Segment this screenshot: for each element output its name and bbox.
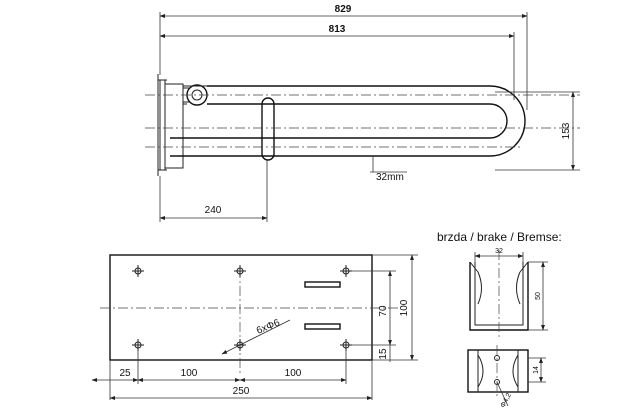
upper-rail-tube bbox=[170, 85, 526, 157]
brake-detail: brzda / brake / Bremse: 32 50 14 Φ4,2 bbox=[437, 230, 562, 409]
brake-dim-hole: Φ4,2 bbox=[500, 392, 513, 409]
grab-bar-side-view: 829 813 153 32mm 240 bbox=[145, 4, 580, 222]
dim-hole-spacing-b: 100 bbox=[285, 368, 302, 379]
dim-hole-count: 6xΦ6 bbox=[255, 317, 282, 336]
dim-plate-width: 250 bbox=[233, 386, 250, 397]
dim-hole-spacing-a: 100 bbox=[181, 368, 198, 379]
dim-overall-length: 829 bbox=[335, 4, 352, 15]
dim-hole-row-offset: 70 bbox=[378, 305, 389, 317]
dim-height: 153 bbox=[561, 122, 572, 139]
plate-hole bbox=[340, 339, 352, 351]
dim-edge-offset: 25 bbox=[119, 368, 131, 379]
plate-hole bbox=[132, 265, 144, 277]
brake-dim-length: 50 bbox=[535, 292, 542, 300]
brake-dim-depth: 14 bbox=[533, 366, 540, 374]
plate-hole bbox=[132, 339, 144, 351]
dim-tube-diameter: 32mm bbox=[376, 172, 404, 183]
plate-hole bbox=[234, 265, 246, 277]
brake-heading: brzda / brake / Bremse: bbox=[437, 230, 562, 244]
plate-hole bbox=[340, 265, 352, 277]
dim-bottom-offset: 15 bbox=[378, 348, 389, 360]
brake-hole bbox=[494, 355, 500, 361]
dim-plate-height: 100 bbox=[399, 299, 410, 316]
dim-rail-length: 813 bbox=[329, 24, 346, 35]
brake-dim-width: 32 bbox=[495, 248, 503, 255]
wall-mount-plate bbox=[159, 79, 166, 171]
grip-sleeve bbox=[261, 97, 275, 161]
dim-mount-offset: 240 bbox=[205, 205, 222, 216]
hinge-block bbox=[164, 83, 184, 169]
plate-slot-top bbox=[304, 281, 341, 288]
plate-slot-bottom bbox=[304, 323, 341, 330]
brake-bottom-view bbox=[467, 349, 529, 393]
mounting-plate-view: 6xΦ6 100 70 15 25 100 100 250 bbox=[91, 254, 418, 400]
plate-outline bbox=[109, 254, 373, 361]
